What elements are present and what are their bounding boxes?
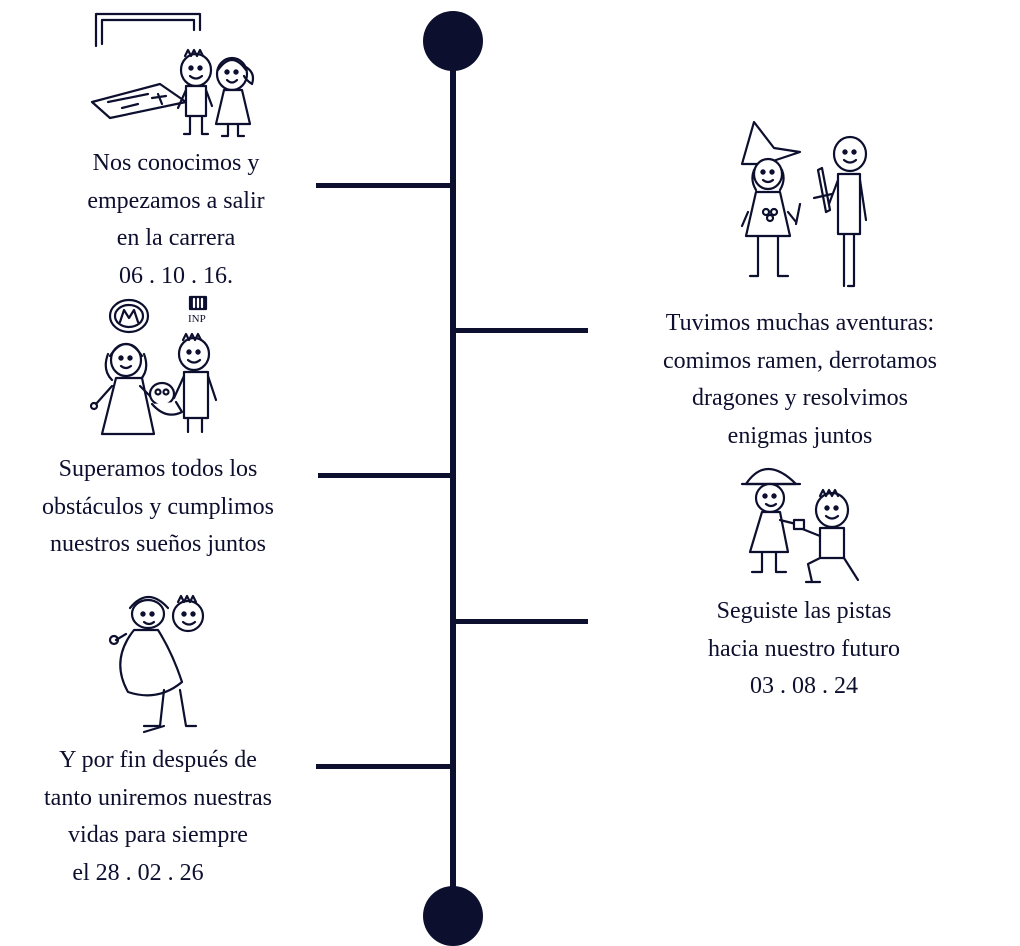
caption-line: el 28 . 02 . 26 <box>72 859 204 886</box>
groom-carrying-bride-icon <box>104 590 214 738</box>
caption-line: Y por fin después de <box>59 747 257 773</box>
branch-meeting <box>316 183 453 188</box>
inp-logo-icon <box>186 295 210 312</box>
caption-line: obstáculos y cumplimos <box>42 493 274 520</box>
caption-line: Seguiste las pistas <box>716 598 892 624</box>
branch-adventures <box>453 328 588 333</box>
caption-line: Superamos todos los <box>58 456 258 482</box>
couple-at-desk-icon <box>88 10 268 145</box>
proposal-kneeling-icon <box>740 460 866 588</box>
event-caption-meeting: Nos conocimos y empezamos a salir en la … <box>60 145 292 295</box>
event-caption-obstacles: Superamos todos los obstáculos y cumplim… <box>20 451 296 564</box>
timeline-start-node <box>423 11 483 71</box>
inp-logo-label: INP <box>188 313 206 325</box>
timeline-axis <box>450 40 456 916</box>
caption-line: vidas para siempre <box>68 822 248 848</box>
caption-line: Nos conocimos y <box>92 150 260 176</box>
caption-line: nuestros sueños juntos <box>50 531 266 557</box>
event-caption-adventures: Tuvimos muchas aventuras: comimos ramen,… <box>640 305 960 455</box>
caption-line: tanto uniremos nuestras <box>44 784 272 811</box>
event-caption-wedding: Y por fin después de tanto uniremos nues… <box>20 742 296 892</box>
caption-line: empezamos a salir <box>87 187 265 214</box>
timeline-end-node <box>423 886 483 946</box>
caption-date: 06 . 10 . 16. <box>119 262 233 289</box>
caption-date: 03 . 08 . 24 <box>750 673 858 699</box>
caption-line: hacia nuestro futuro <box>708 635 900 662</box>
caption-line: comimos ramen, derrotamos <box>663 347 937 374</box>
branch-wedding <box>316 764 453 769</box>
doctors-with-baby-icon <box>88 332 228 438</box>
caption-line: dragones y resolvimos <box>692 385 908 411</box>
caption-line: enigmas juntos <box>727 422 873 449</box>
caption-line: Tuvimos muchas aventuras: <box>665 310 935 336</box>
witch-and-swordsman-icon <box>734 120 874 292</box>
branch-obstacles <box>318 473 453 478</box>
branch-proposal <box>453 619 588 624</box>
university-seal-icon <box>108 298 152 334</box>
caption-line: en la carrera <box>116 225 236 251</box>
event-caption-proposal: Seguiste las pistas hacia nuestro futuro… <box>664 593 944 706</box>
